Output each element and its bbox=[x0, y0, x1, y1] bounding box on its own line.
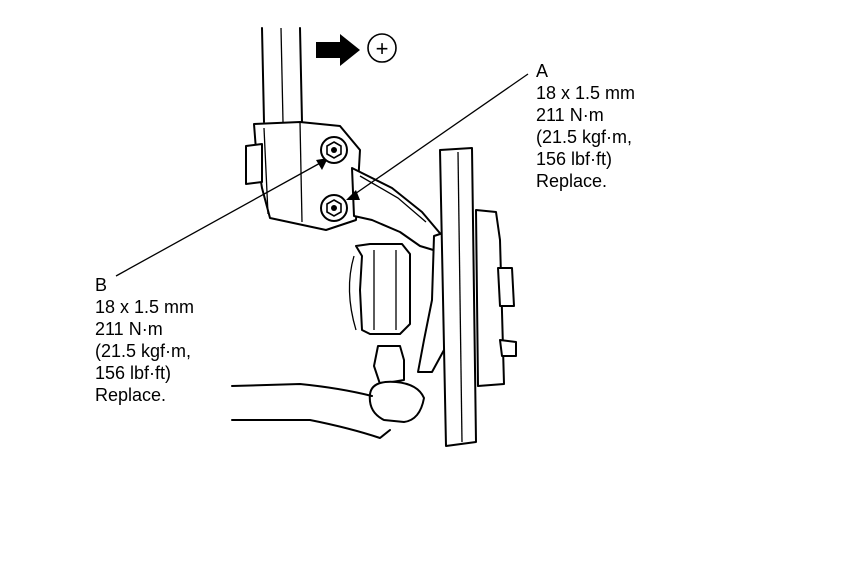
callout-a-torque-lbf: 156 lbf·ft) bbox=[536, 149, 613, 169]
damper-tube bbox=[261, 27, 303, 123]
callout-b-letter: B bbox=[95, 275, 108, 295]
callout-b-torque-nm: 211 N·m bbox=[95, 319, 163, 339]
callout-a-note: Replace. bbox=[536, 171, 608, 191]
lower-control-arm bbox=[231, 383, 391, 439]
hex-bolt-icon bbox=[320, 194, 348, 222]
drive-shaft-boot bbox=[348, 243, 411, 335]
circled-plus-icon: + bbox=[367, 33, 397, 63]
callout-a-torque-kgf: (21.5 kgf·m, bbox=[536, 127, 633, 147]
right-arrow-icon bbox=[316, 34, 360, 66]
callout-b-note: Replace. bbox=[95, 385, 167, 405]
knuckle-upper-arm bbox=[351, 167, 445, 253]
callout-b-torque-lbf: 156 lbf·ft) bbox=[95, 363, 172, 383]
leader-line-b bbox=[115, 158, 328, 277]
callout-a-torque-nm: 211 N·m bbox=[536, 105, 604, 125]
lower-ball-joint bbox=[368, 345, 425, 423]
plus-symbol-text: + bbox=[376, 36, 389, 61]
hex-bolt-icon bbox=[320, 136, 348, 164]
callout-b-torque-kgf: (21.5 kgf·m, bbox=[95, 341, 192, 361]
callout-a: A 18 x 1.5 mm 211 N·m (21.5 kgf·m, 156 l… bbox=[536, 60, 635, 192]
callout-b: B 18 x 1.5 mm 211 N·m (21.5 kgf·m, 156 l… bbox=[95, 274, 194, 406]
callout-b-size: 18 x 1.5 mm bbox=[95, 297, 195, 317]
callout-a-size: 18 x 1.5 mm bbox=[536, 83, 636, 103]
wheel-hub bbox=[475, 209, 517, 387]
brake-disc bbox=[439, 147, 477, 447]
callout-a-letter: A bbox=[536, 61, 549, 81]
leader-line-a bbox=[346, 73, 529, 200]
